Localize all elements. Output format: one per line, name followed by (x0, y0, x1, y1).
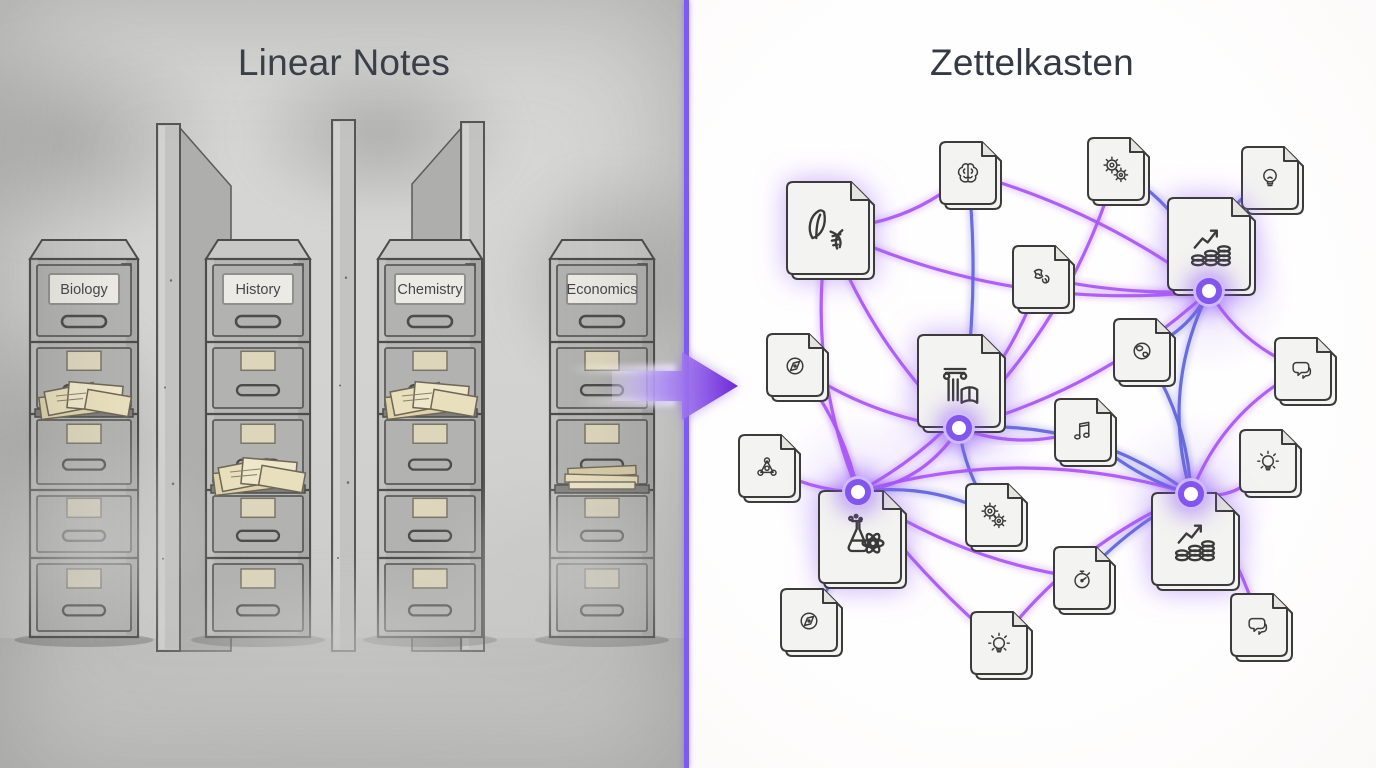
cabinet-label: Chemistry (397, 282, 463, 298)
pillar-book-icon (942, 367, 979, 404)
stopwatch-icon (1074, 570, 1091, 589)
overflowing-papers (384, 380, 479, 421)
arrow-streak (578, 397, 676, 406)
chart-coins-icon (1174, 524, 1215, 562)
cabinet-chemistry: Chemistry (363, 238, 497, 650)
compass-icon (786, 357, 804, 375)
note-link (1177, 289, 1211, 496)
molecule-icon (757, 457, 777, 476)
cabinet-label: Economics (567, 282, 638, 298)
note-card-chart-coins (1151, 492, 1242, 593)
note-card-compass (766, 333, 831, 404)
note-card-gears (965, 483, 1030, 554)
cabinet-history: History (191, 238, 325, 650)
note-card-chat (1274, 337, 1339, 408)
right-title: Zettelkasten (930, 42, 1134, 83)
compass-icon (800, 612, 818, 630)
lightbulb-rays-icon (988, 632, 1010, 653)
note-card-stopwatch (1053, 546, 1118, 617)
music-note-icon (1074, 421, 1090, 440)
leaf-dna-icon (808, 209, 844, 250)
note-card-pillar-book (917, 334, 1008, 435)
zettelkasten-panel: Zettelkasten (688, 0, 1376, 768)
hub-node (946, 415, 972, 441)
gears-icon (981, 502, 1007, 529)
note-link (856, 466, 1193, 496)
transform-arrow-icon (612, 352, 738, 420)
note-card-flask-atom (818, 490, 909, 591)
hub-node (845, 479, 871, 505)
note-card-lightbulb-rays (970, 611, 1035, 682)
chat-icon (1292, 361, 1312, 379)
linear-notes-panel: Linear Notes (0, 0, 688, 768)
note-card-lightbulb-rays (1239, 429, 1304, 500)
gears-icon (1103, 156, 1129, 183)
hub-node (1178, 481, 1204, 507)
note-card-chart-coins (1167, 197, 1258, 298)
left-title: Linear Notes (237, 42, 451, 83)
hub-node (1196, 278, 1222, 304)
cabinet-label: History (235, 282, 281, 298)
note-card-music-note (1054, 398, 1119, 469)
lightbulb-icon (1263, 168, 1277, 187)
cabinet-biology: Biology (14, 238, 154, 650)
note-card-molecule (738, 434, 803, 505)
note-card-lightbulb (1241, 146, 1306, 217)
note-card-globe (1113, 318, 1178, 389)
flask-atom-icon (847, 513, 885, 554)
globe-icon (1133, 342, 1151, 360)
note-card-leaf-dna (786, 181, 877, 282)
stacked-papers (564, 464, 639, 490)
chart-coins-icon (1190, 229, 1231, 267)
torn-paper-icon (1033, 268, 1050, 284)
chat-icon (1248, 617, 1268, 635)
note-card-chat (1230, 593, 1295, 664)
note-card-torn-paper (1012, 245, 1077, 316)
brain-icon (957, 163, 979, 183)
cabinet-economics: Economics (535, 238, 669, 650)
note-card-brain (939, 141, 1004, 212)
note-card-compass (780, 588, 845, 659)
cabinet-label: Biology (60, 282, 108, 298)
lightbulb-rays-icon (1257, 450, 1279, 471)
note-card-gears (1087, 137, 1152, 208)
floor (0, 638, 688, 768)
